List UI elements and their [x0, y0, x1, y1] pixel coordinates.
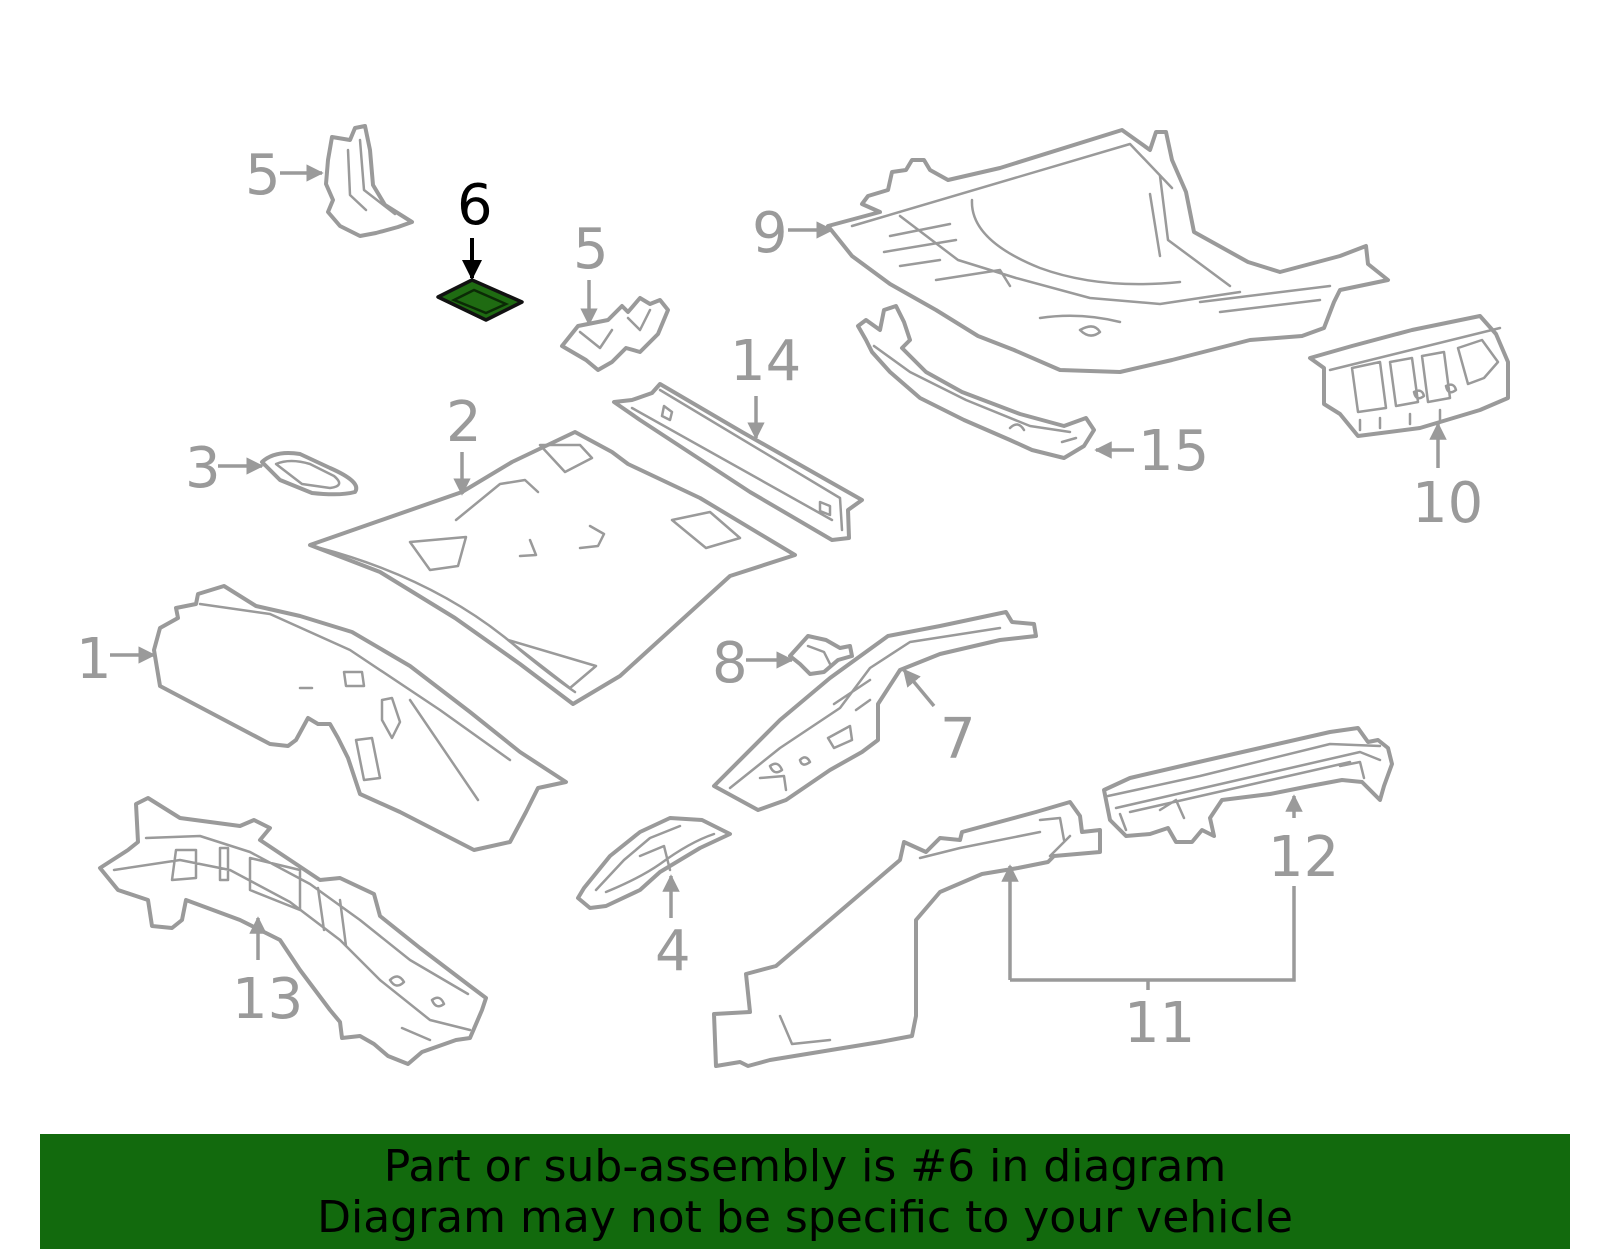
part-9-rear-floor-pan[interactable]: [826, 128, 1390, 374]
part-4-wheelhouse[interactable]: [576, 816, 732, 910]
svg-text:2: 2: [446, 390, 482, 455]
part-5-upper-bracket[interactable]: [324, 124, 414, 238]
svg-text:3: 3: [185, 436, 221, 501]
part-8-small-bracket[interactable]: [788, 634, 854, 676]
svg-text:11: 11: [1124, 991, 1195, 1056]
svg-text:5: 5: [573, 217, 609, 282]
callout-4: 4: [655, 874, 691, 984]
svg-text:6: 6: [457, 173, 493, 238]
svg-text:7: 7: [940, 707, 976, 772]
svg-text:9: 9: [752, 201, 788, 266]
part-6-highlighted[interactable]: [436, 278, 524, 322]
callout-7: 7: [902, 668, 976, 772]
part-11-quarter-inner-panel[interactable]: [712, 800, 1102, 1068]
info-banner: Part or sub-assembly is #6 in diagram Di…: [40, 1134, 1570, 1249]
callout-10: 10: [1412, 422, 1483, 536]
callout-1: 1: [76, 627, 156, 692]
svg-text:12: 12: [1268, 825, 1339, 890]
part-10-rear-panel[interactable]: [1308, 314, 1510, 438]
part-2-rear-floor-pan[interactable]: [308, 430, 797, 706]
callout-9: 9: [752, 201, 834, 266]
svg-text:10: 10: [1412, 471, 1483, 536]
part-1-floor-side-panel[interactable]: [152, 584, 568, 852]
callout-15: 15: [1094, 419, 1209, 484]
svg-text:8: 8: [712, 631, 748, 696]
svg-text:14: 14: [730, 329, 801, 394]
svg-text:1: 1: [76, 627, 112, 692]
callout-2: 2: [446, 390, 482, 496]
part-14-crossmember[interactable]: [612, 382, 864, 542]
part-3-grommet[interactable]: [260, 451, 359, 497]
part-13-frame-rail[interactable]: [98, 796, 488, 1066]
part-7-side-rail[interactable]: [712, 610, 1038, 812]
callout-3: 3: [185, 436, 264, 501]
banner-line-1: Part or sub-assembly is #6 in diagram: [383, 1140, 1227, 1192]
part-5-lower-bracket[interactable]: [560, 296, 670, 372]
callout-5-upper: 5: [245, 143, 324, 208]
callout-11: 11: [1001, 864, 1296, 1056]
part-12-rail-extension[interactable]: [1102, 726, 1394, 844]
svg-text:4: 4: [655, 919, 691, 984]
svg-text:15: 15: [1138, 419, 1209, 484]
callout-8: 8: [712, 631, 794, 696]
callout-12: 12: [1268, 794, 1339, 890]
callout-14: 14: [730, 329, 801, 440]
svg-text:5: 5: [245, 143, 281, 208]
banner-line-2: Diagram may not be specific to your vehi…: [317, 1191, 1293, 1243]
callout-6: 6: [457, 173, 493, 280]
callout-5-middle: 5: [573, 217, 609, 326]
callout-13: 13: [232, 916, 303, 1032]
part-15-rear-brace[interactable]: [856, 304, 1096, 460]
svg-text:13: 13: [232, 967, 303, 1032]
